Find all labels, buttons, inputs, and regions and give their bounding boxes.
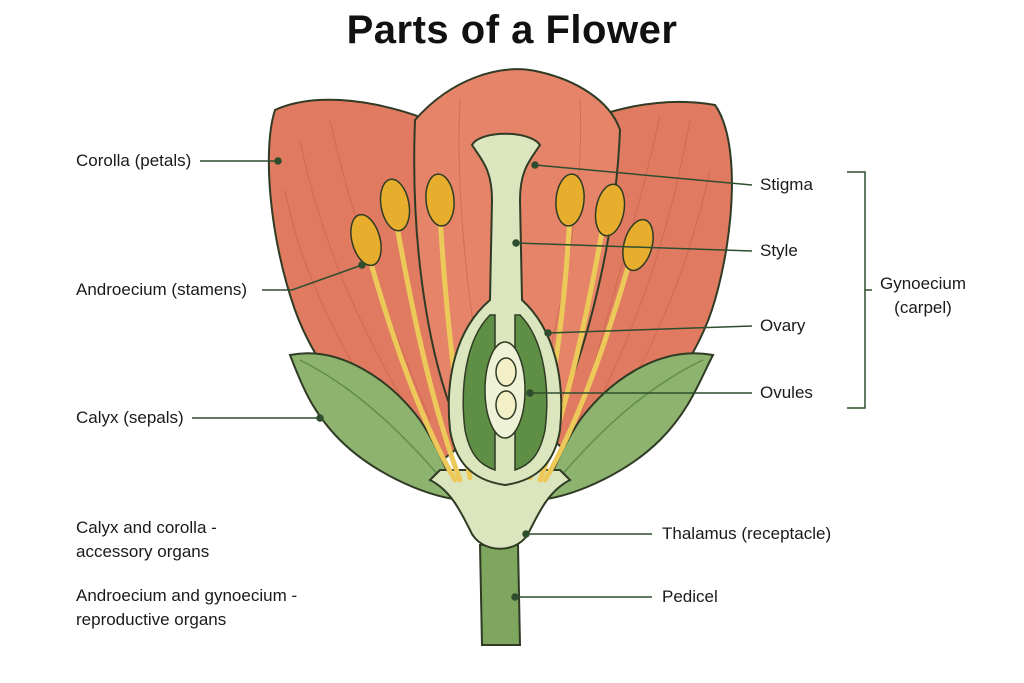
note-reproductive-line1: Androecium and gynoecium - — [76, 586, 298, 605]
label-ovules: Ovules — [760, 383, 813, 402]
ovary-wall-left — [462, 314, 496, 472]
label-thalamus: Thalamus (receptacle) — [662, 524, 832, 543]
note-reproductive-organs: Androecium and gynoecium - reproductive … — [76, 584, 297, 632]
ovary-cavity — [484, 341, 526, 439]
note-accessory-line2: accessory organs — [76, 542, 210, 561]
diagram-title: Parts of a Flower — [346, 8, 678, 52]
label-corolla: Corolla (petals) — [76, 151, 192, 170]
anthers — [350, 173, 654, 272]
stamens — [367, 212, 633, 483]
label-gynoecium-line1: Gynoecium — [880, 274, 966, 293]
label-ovary: Ovary — [760, 316, 806, 335]
label-androecium: Androecium (stamens) — [76, 280, 248, 299]
ovule-top — [495, 357, 517, 387]
label-calyx: Calyx (sepals) — [76, 408, 184, 427]
ovule-bottom — [495, 390, 517, 420]
label-stigma: Stigma — [760, 175, 813, 194]
thalamus — [428, 469, 572, 550]
note-reproductive-line2: reproductive organs — [76, 610, 227, 629]
note-accessory-organs: Calyx and corolla - accessory organs — [76, 516, 217, 564]
label-style: Style — [760, 241, 798, 260]
note-accessory-line1: Calyx and corolla - — [76, 518, 217, 537]
label-gynoecium-line2: (carpel) — [894, 298, 952, 317]
label-pedicel: Pedicel — [662, 587, 718, 606]
leader-lines — [192, 157, 872, 601]
label-gynoecium: Gynoecium (carpel) — [880, 272, 966, 320]
